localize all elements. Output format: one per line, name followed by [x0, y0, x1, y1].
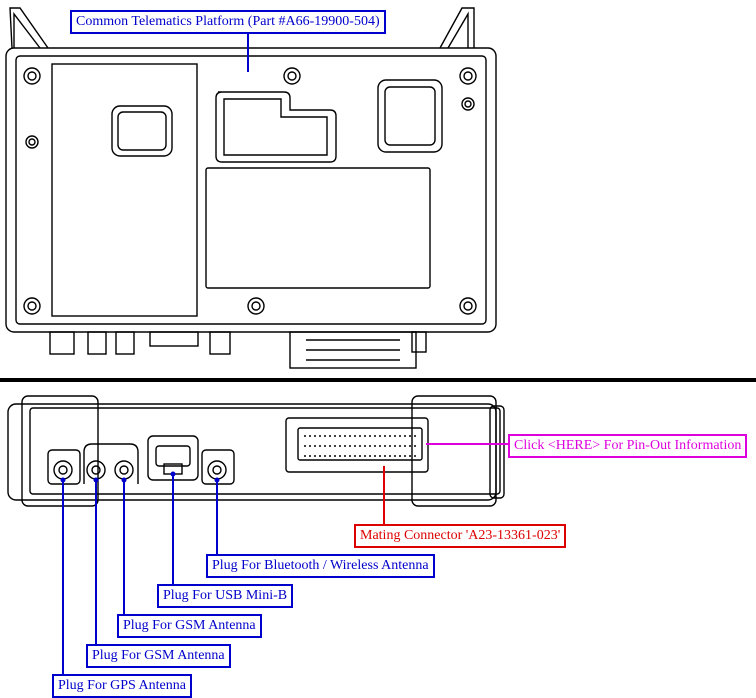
- pinout-link[interactable]: Click <HERE> For Pin-Out Information: [508, 434, 748, 458]
- front-view: [7, 395, 505, 507]
- top-view: [5, 7, 497, 369]
- gsm-plug-label-2: Plug For GSM Antenna: [86, 644, 231, 668]
- mating-connector-label: Mating Connector 'A23-13361-023': [354, 524, 567, 548]
- title-label: Common Telematics Platform (Part #A66-19…: [70, 10, 386, 34]
- bluetooth-plug-label: Plug For Bluetooth / Wireless Antenna: [206, 554, 435, 578]
- usb-plug-label: Plug For USB Mini-B: [157, 584, 294, 608]
- gsm-plug-label-1: Plug For GSM Antenna: [117, 614, 262, 638]
- screws: [23, 67, 477, 315]
- gps-plug-label: Plug For GPS Antenna: [52, 674, 192, 698]
- view-divider: [0, 378, 756, 382]
